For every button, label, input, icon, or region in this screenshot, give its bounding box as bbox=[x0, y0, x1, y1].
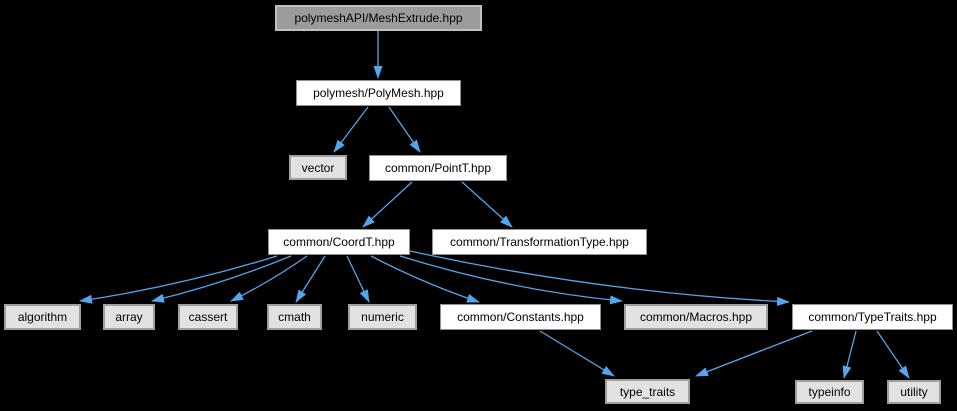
edge-point-t-to-coord-t bbox=[362, 181, 413, 228]
graph-node-label: polymeshAPI/MeshExtrude.hpp bbox=[294, 11, 463, 25]
graph-node-transformation-type[interactable]: common/TransformationType.hpp bbox=[432, 229, 647, 255]
edge-coord-t-to-constants bbox=[370, 255, 480, 303]
edge-point-t-to-transformation-type bbox=[461, 181, 513, 228]
graph-node-poly-mesh[interactable]: polymesh/PolyMesh.hpp bbox=[296, 80, 461, 106]
graph-node-label: common/Macros.hpp bbox=[639, 310, 753, 324]
edge-coord-t-to-algorithm bbox=[79, 255, 278, 304]
graph-node-label: cassert bbox=[188, 310, 228, 324]
graph-node-type-traits-hpp[interactable]: common/TypeTraits.hpp bbox=[792, 304, 953, 330]
edge-type-traits-hpp-to-typeinfo bbox=[842, 330, 857, 379]
graph-node-label: common/TypeTraits.hpp bbox=[808, 310, 937, 324]
graph-node-label: common/PointT.hpp bbox=[384, 161, 492, 175]
edge-poly-mesh-to-point-t bbox=[388, 106, 421, 153]
graph-node-coord-t[interactable]: common/CoordT.hpp bbox=[268, 229, 410, 255]
graph-node-numeric: numeric bbox=[348, 304, 417, 330]
graph-node-cassert: cassert bbox=[178, 304, 238, 330]
edge-coord-t-to-cassert bbox=[230, 255, 308, 302]
edge-type-traits-hpp-to-utility bbox=[876, 330, 910, 379]
graph-node-label: common/CoordT.hpp bbox=[283, 235, 395, 249]
graph-node-utility: utility bbox=[887, 380, 941, 404]
graph-node-macros: common/Macros.hpp bbox=[624, 304, 768, 330]
edge-type-traits-hpp-to-type-traits bbox=[695, 330, 813, 377]
edge-coord-t-to-numeric bbox=[346, 255, 370, 303]
graph-node-label: algorithm bbox=[17, 310, 68, 324]
graph-node-label: cmath bbox=[278, 310, 311, 324]
graph-node-label: array bbox=[115, 310, 143, 324]
graph-node-cmath: cmath bbox=[267, 304, 322, 330]
graph-node-constants[interactable]: common/Constants.hpp bbox=[440, 304, 601, 330]
graph-node-label: common/TransformationType.hpp bbox=[450, 235, 629, 249]
graph-node-algorithm: algorithm bbox=[4, 304, 81, 330]
edge-constants-to-type-traits bbox=[539, 330, 615, 377]
graph-node-typeinfo: typeinfo bbox=[795, 380, 864, 404]
graph-node-vector: vector bbox=[289, 155, 347, 180]
edge-coord-t-to-macros bbox=[399, 255, 623, 305]
graph-node-array: array bbox=[103, 304, 155, 330]
graph-node-type-traits: type_traits bbox=[605, 379, 690, 404]
graph-node-label: numeric bbox=[361, 310, 404, 324]
graph-node-label: polymesh/PolyMesh.hpp bbox=[313, 86, 444, 100]
graph-node-label: common/Constants.hpp bbox=[457, 310, 584, 324]
edge-poly-mesh-to-vector bbox=[333, 106, 369, 153]
edge-coord-t-to-type-traits-hpp bbox=[409, 250, 790, 306]
graph-node-label: utility bbox=[900, 385, 928, 399]
graph-node-point-t[interactable]: common/PointT.hpp bbox=[369, 155, 507, 181]
graph-node-label: typeinfo bbox=[808, 385, 851, 399]
graph-node-label: vector bbox=[301, 160, 335, 175]
edge-coord-t-to-array bbox=[151, 255, 292, 303]
edge-coord-t-to-cmath bbox=[295, 255, 326, 303]
graph-node-label: type_traits bbox=[619, 384, 676, 399]
graph-node-mesh-extrude: polymeshAPI/MeshExtrude.hpp bbox=[275, 5, 482, 31]
